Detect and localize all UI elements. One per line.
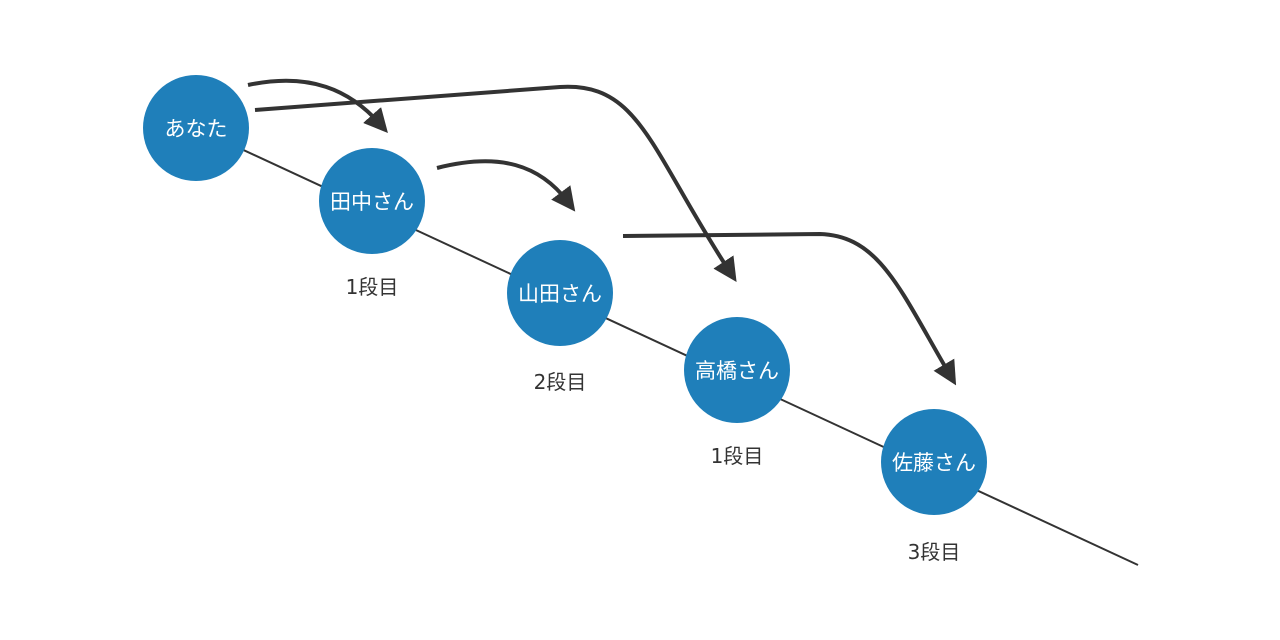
level-label-sato: 3段目: [907, 540, 961, 564]
arrow-tanaka-to-yamada: [436, 159, 576, 212]
arrow-yamada-to-sato: [622, 231, 957, 386]
node-sato: 佐藤さん: [881, 409, 987, 515]
node-you: あなた: [143, 75, 249, 181]
node-yamada: 山田さん: [507, 240, 613, 346]
level-label-takahashi: 1段目: [710, 444, 764, 468]
level-label-tanaka: 1段目: [345, 275, 399, 299]
arrow-you-to-tanaka: [247, 78, 388, 133]
level-label-yamada: 2段目: [533, 370, 587, 394]
arrow-you-to-takahashi: [254, 84, 737, 283]
node-takahashi: 高橋さん: [684, 317, 790, 423]
node-tanaka: 田中さん: [319, 148, 425, 254]
